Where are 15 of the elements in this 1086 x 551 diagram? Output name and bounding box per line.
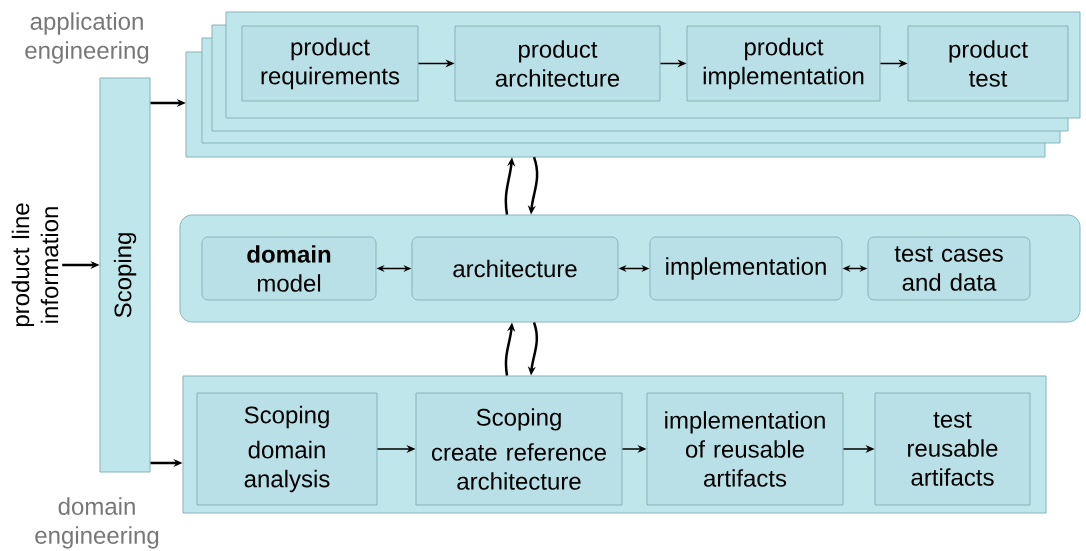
process-box: product architecture: [454, 25, 661, 102]
process-box: domain model: [201, 236, 377, 301]
process-box: test cases and data: [867, 236, 1031, 301]
scoping-bar: Scoping: [99, 77, 151, 473]
process-box: test reusable artifacts: [874, 392, 1031, 506]
process-box: Scoping domain analysis: [196, 392, 378, 506]
process-box: product requirements: [241, 25, 419, 102]
process-box: product implementation: [686, 25, 881, 102]
rotated-label: product line information: [11, 203, 59, 327]
process-box: implementation of reusable artifacts: [646, 392, 844, 506]
process-box: Scoping create reference architecture: [415, 392, 623, 506]
process-box: implementation: [649, 236, 843, 301]
process-box: architecture: [411, 236, 619, 301]
section-label: domain engineering: [35, 497, 159, 549]
process-box: product test: [907, 25, 1069, 102]
